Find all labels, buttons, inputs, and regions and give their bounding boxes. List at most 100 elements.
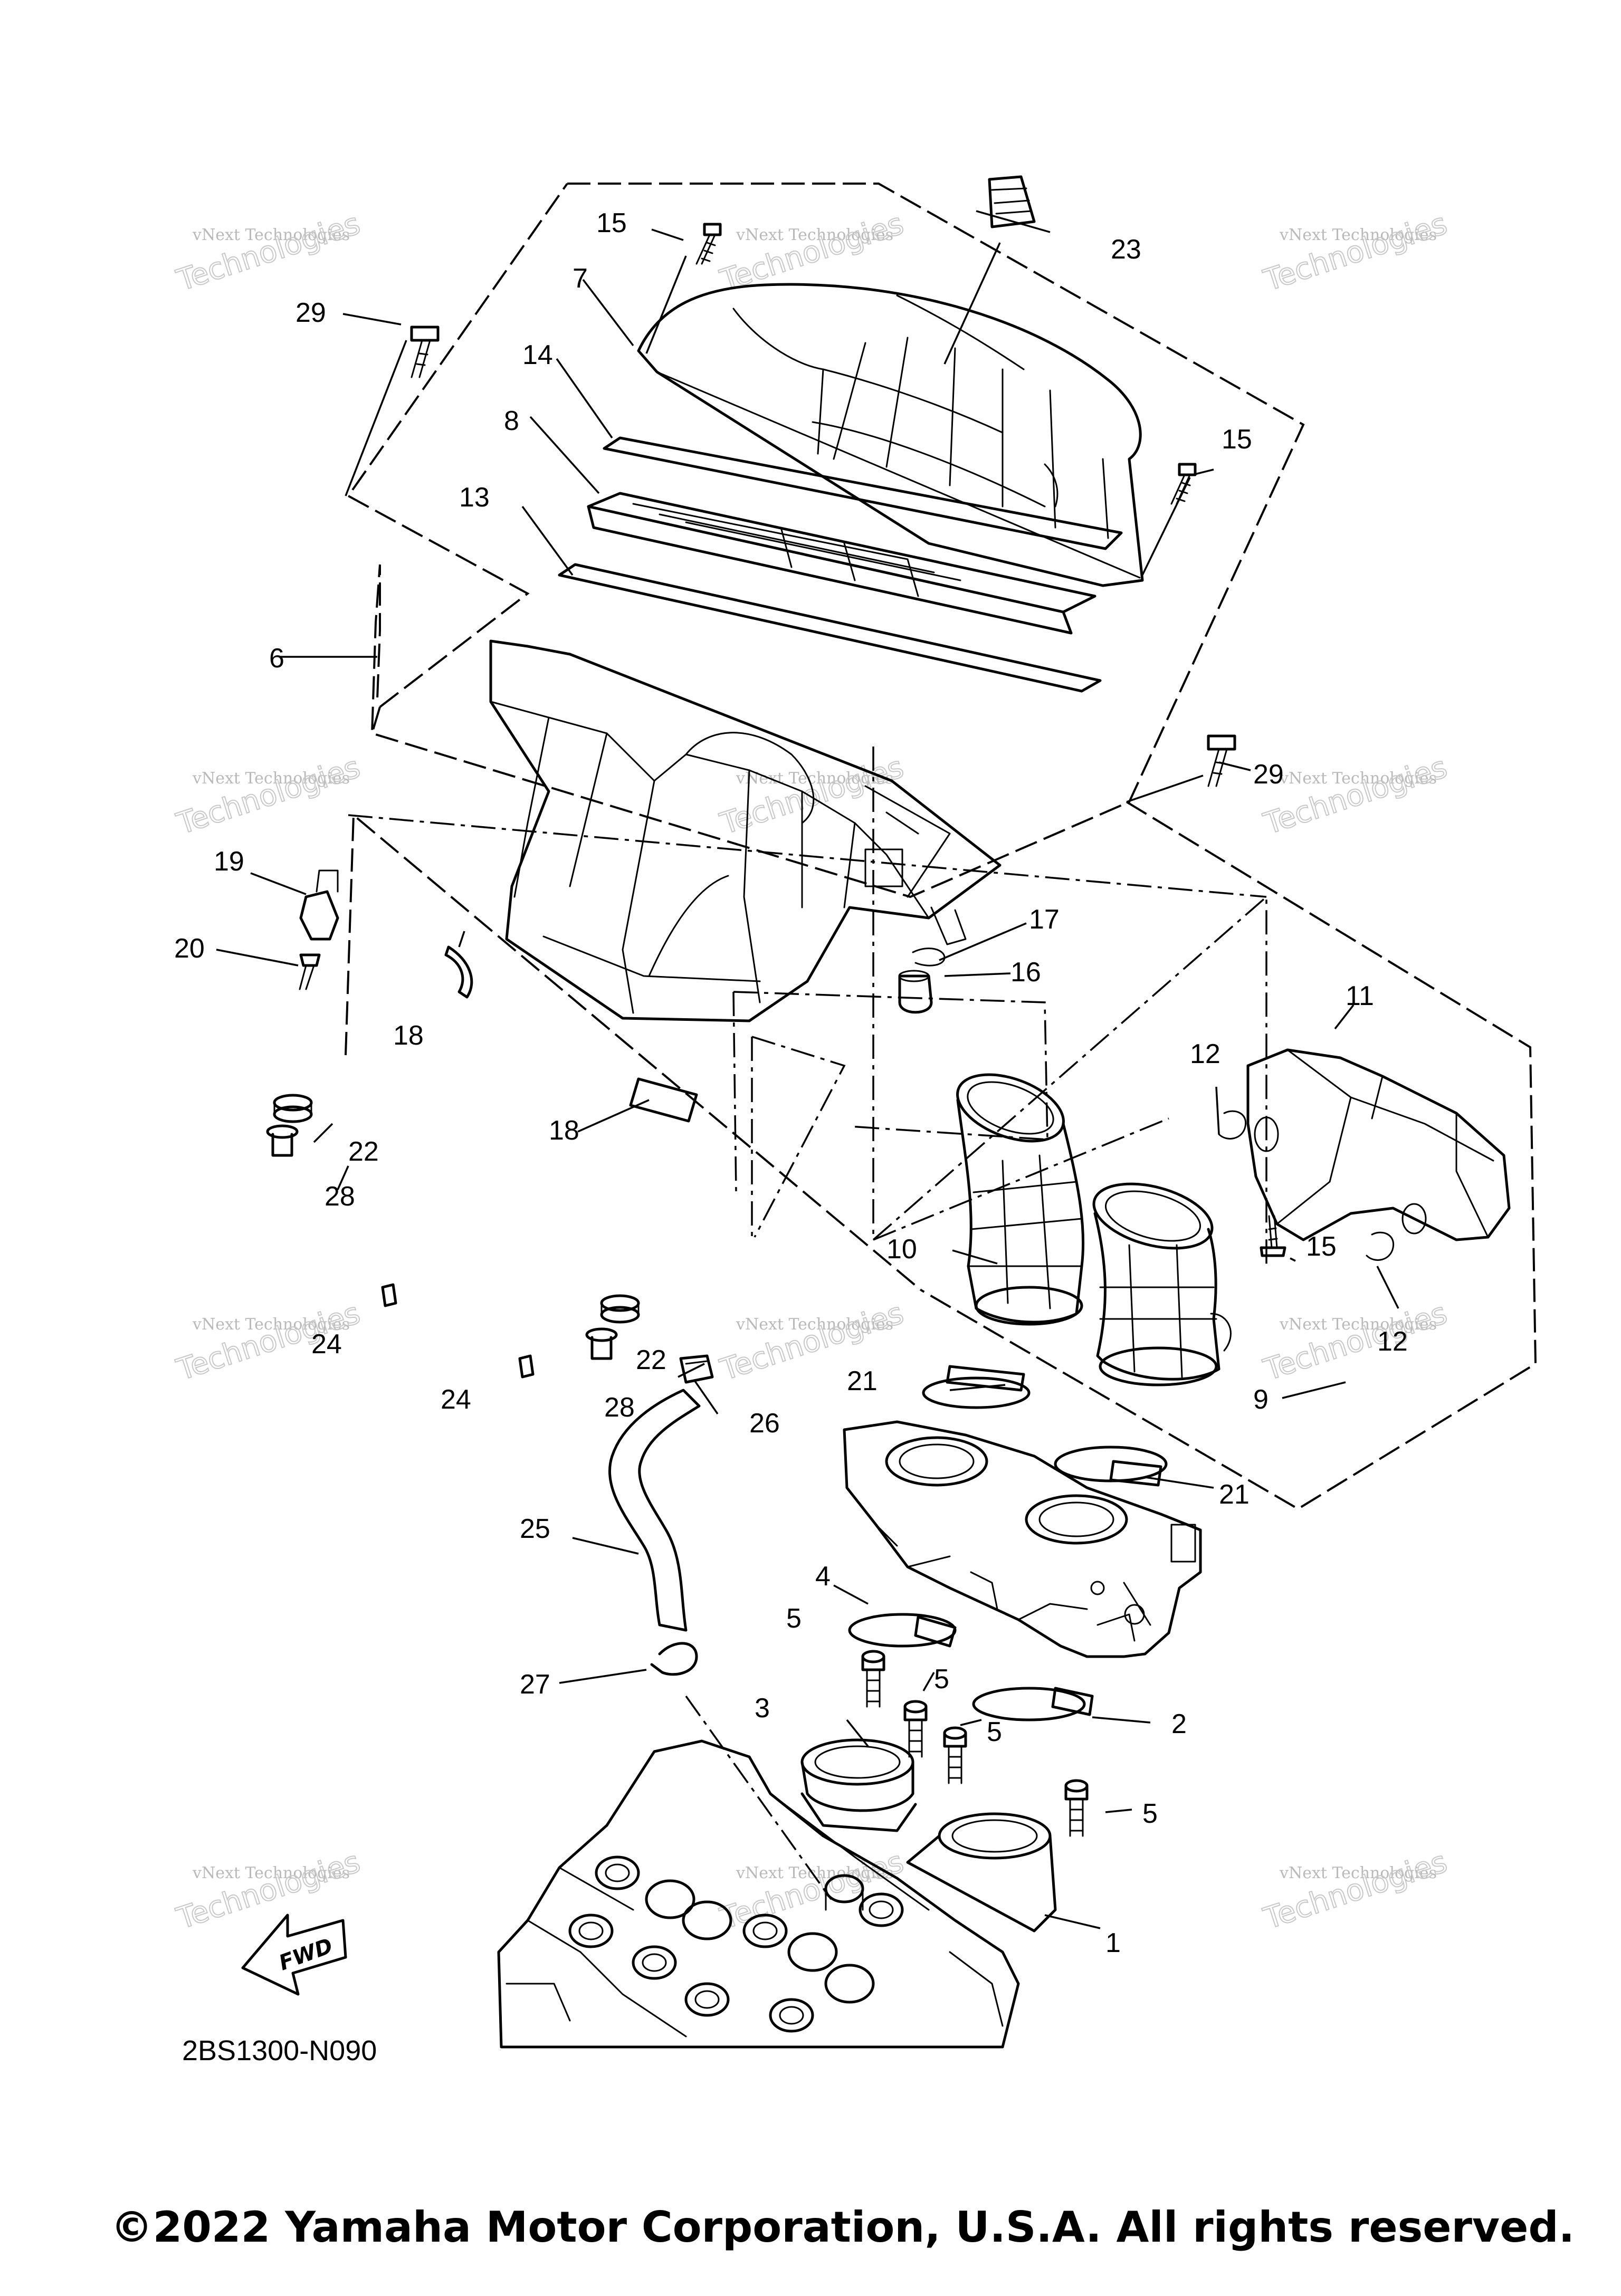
callout-15: 15 — [596, 208, 627, 238]
intake-joint-part — [800, 1738, 917, 1832]
callout-22: 22 — [348, 1136, 379, 1167]
diagram-part-code: 2BS1300-N090 — [182, 2035, 377, 2067]
watermarks: vNext Technologies Technologies vNext Te… — [172, 206, 1452, 1937]
intake-joint-part — [906, 1812, 1057, 1933]
intake-duct-outline — [920, 801, 1537, 1510]
callout-10: 10 — [886, 1234, 917, 1265]
callout-21: 21 — [1219, 1479, 1250, 1510]
pad-part — [629, 1077, 698, 1123]
throttle-body-joint-part — [1092, 1182, 1232, 1386]
svg-text:vNext Technologies: vNext Technologies — [192, 769, 350, 788]
svg-text:vNext Technologies: vNext Technologies — [1279, 1315, 1437, 1334]
callout-12: 12 — [1377, 1326, 1408, 1357]
callout-8: 8 — [504, 406, 519, 436]
air-filter-element-part — [587, 492, 1096, 635]
air-filter-case-part — [489, 639, 1002, 1022]
intake-duct-part — [1246, 1048, 1511, 1241]
callout-26: 26 — [749, 1408, 780, 1439]
mount-line — [873, 1117, 1169, 1241]
bolt-part — [1207, 734, 1236, 787]
callout-6: 6 — [269, 643, 284, 674]
watermark: vNext Technologies Technologies — [172, 206, 365, 299]
screw-part — [695, 223, 722, 265]
screw-part — [299, 953, 321, 990]
watermark: vNext Technologies Technologies — [1259, 1296, 1452, 1388]
bolt-part — [1064, 1779, 1089, 1837]
bolt-part — [861, 1650, 885, 1708]
callout-27: 27 — [520, 1669, 550, 1700]
watermark-outline: Technologies — [1260, 207, 1451, 298]
collar-part — [266, 1124, 299, 1157]
mount-line — [348, 814, 1267, 898]
bolt-part — [903, 1700, 928, 1758]
callout-23: 23 — [1111, 234, 1141, 265]
svg-text:vNext Technologies: vNext Technologies — [736, 1315, 893, 1334]
svg-text:vNext Technologies: vNext Technologies — [192, 1315, 350, 1334]
mount-line — [872, 895, 1267, 1266]
mount-line — [733, 991, 1048, 1141]
watermark-outline: Technologies — [716, 1845, 908, 1936]
callout-3: 3 — [755, 1693, 770, 1724]
gasket-part — [558, 563, 1102, 693]
clip-part — [912, 948, 946, 967]
watermark: vNext Technologies Technologies — [172, 750, 365, 842]
airbox-lower-outline — [371, 706, 381, 734]
forward-arrow-icon: FWD — [241, 1914, 347, 1996]
watermark-outline: Technologies — [1260, 750, 1451, 841]
grommet-part — [600, 1294, 640, 1324]
callout-17: 17 — [1029, 904, 1060, 935]
cap-part — [898, 970, 933, 1014]
callout-29: 29 — [1253, 759, 1284, 790]
bolt-part — [943, 1726, 967, 1784]
throttle-assembly-outline — [345, 812, 922, 1291]
watermark-outline: Technologies — [716, 1296, 908, 1388]
clip-part — [1366, 1231, 1395, 1261]
callout-12: 12 — [1190, 1039, 1220, 1069]
grommet-part — [273, 1094, 313, 1123]
cylinder-head-part — [497, 1739, 1020, 2049]
clip-part — [1218, 1110, 1247, 1140]
hose-clamp-part — [972, 1687, 1094, 1721]
hose-clamp-part — [848, 1613, 957, 1648]
callout-21: 21 — [847, 1366, 878, 1396]
sensor-part — [299, 869, 339, 941]
hose-part — [608, 1389, 701, 1632]
callout-2: 2 — [1171, 1709, 1187, 1739]
air-cleaner-cover-part — [637, 283, 1144, 587]
callout-22: 22 — [636, 1345, 666, 1375]
grommet-part — [988, 175, 1036, 228]
watermark: vNext Technologies Technologies — [1259, 206, 1452, 299]
parts: FWD — [241, 175, 1511, 2049]
screw-part — [1260, 1215, 1286, 1257]
callout-18: 18 — [393, 1020, 424, 1051]
callout-13: 13 — [459, 482, 490, 513]
callout-18: 18 — [549, 1115, 579, 1146]
throttle-body-part — [843, 1420, 1202, 1658]
callout-1: 1 — [1105, 1928, 1121, 1958]
callout-28: 28 — [604, 1392, 635, 1423]
callout-25: 25 — [520, 1514, 550, 1544]
gasket-part — [603, 436, 1123, 550]
watermark-outline: Technologies — [173, 750, 364, 841]
callout-9: 9 — [1253, 1384, 1269, 1415]
throttle-body-joint-part — [956, 1073, 1085, 1326]
svg-text:vNext Technologies: vNext Technologies — [1279, 226, 1437, 244]
callout-11: 11 — [1346, 981, 1374, 1011]
mount-line — [751, 1036, 846, 1238]
svg-text:vNext Technologies: vNext Technologies — [1279, 1864, 1437, 1882]
svg-text:vNext Technologies: vNext Technologies — [736, 1864, 893, 1882]
copyright-notice: ©2022 Yamaha Motor Corporation, U.S.A. A… — [0, 2203, 1621, 2252]
watermark: vNext Technologies Technologies — [716, 1296, 908, 1388]
watermark-outline: Technologies — [716, 750, 908, 841]
callout-5: 5 — [1142, 1798, 1158, 1829]
callout-24: 24 — [441, 1384, 471, 1415]
watermark-outline: Technologies — [1260, 1845, 1451, 1936]
bolt-part — [410, 326, 440, 378]
watermark: vNext Technologies Technologies — [1259, 1844, 1452, 1937]
airbox-assembly-outline — [347, 183, 1305, 898]
callout-5: 5 — [987, 1717, 1002, 1747]
callout-7: 7 — [573, 263, 588, 294]
callout-16: 16 — [1010, 957, 1041, 988]
svg-text:vNext Technologies: vNext Technologies — [192, 226, 350, 244]
callout-20: 20 — [174, 933, 205, 964]
